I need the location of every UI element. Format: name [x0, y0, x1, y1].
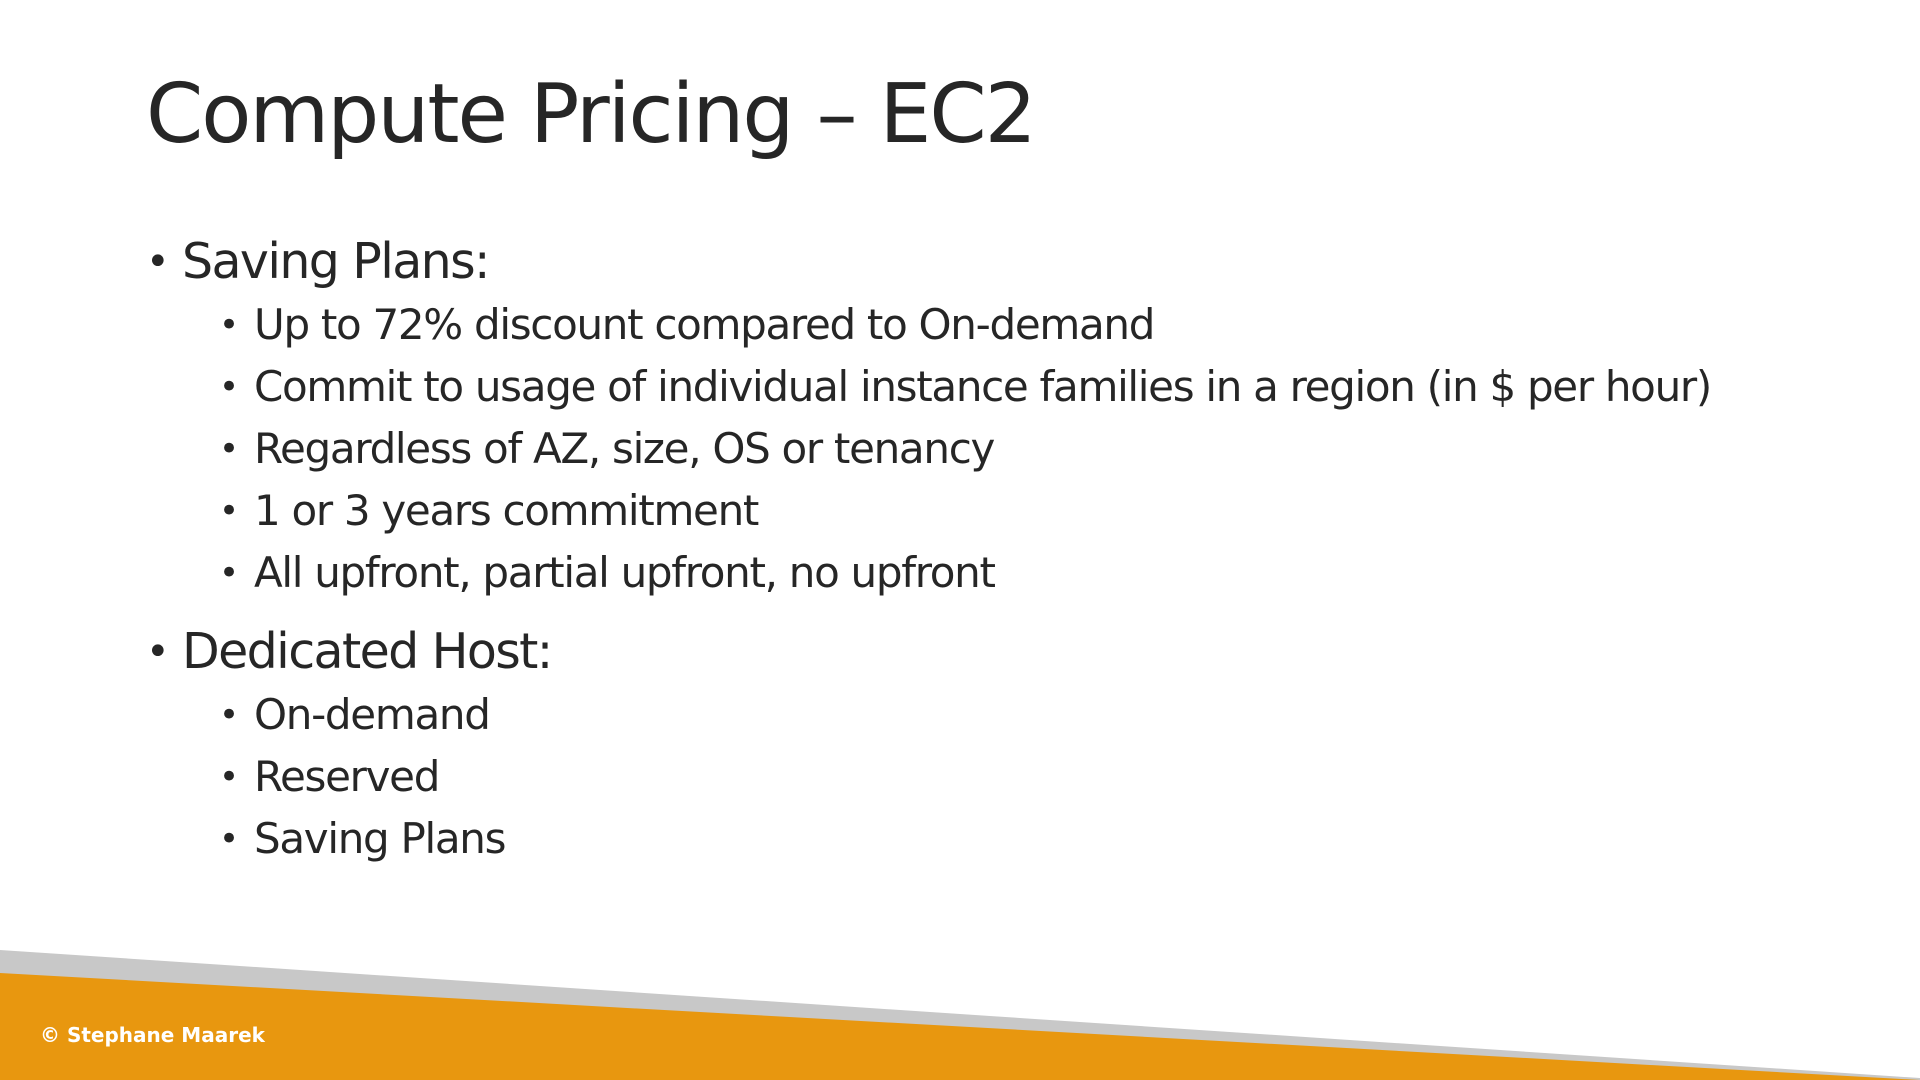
- sub-bullet: • 1 or 3 years commitment: [146, 480, 1846, 542]
- footer-orange-band: [0, 973, 1920, 1080]
- bullet-dot: •: [146, 239, 170, 285]
- bullet-dot: •: [146, 629, 170, 675]
- sub-bullet-text: Regardless of AZ, size, OS or tenancy: [254, 424, 995, 473]
- slide-title: Compute Pricing – EC2: [146, 67, 1037, 162]
- section-heading: Dedicated Host:: [182, 623, 553, 680]
- sub-bullet-text: Commit to usage of individual instance f…: [254, 362, 1712, 411]
- sub-bullet-text: Up to 72% discount compared to On-demand: [254, 300, 1155, 349]
- sub-bullet-text: Saving Plans: [254, 814, 506, 863]
- watermark-text: Udemy: [1869, 1050, 1920, 1070]
- bullet-dot: •: [219, 553, 239, 593]
- bullet-heading: • Saving Plans:: [146, 230, 1846, 294]
- bullet-heading: • Dedicated Host:: [146, 620, 1846, 684]
- sub-bullet-list: • Up to 72% discount compared to On-dema…: [146, 294, 1846, 604]
- sub-bullet: • Up to 72% discount compared to On-dema…: [146, 294, 1846, 356]
- section-saving-plans: • Saving Plans: • Up to 72% discount com…: [146, 230, 1846, 604]
- sub-bullet: • On-demand: [146, 684, 1846, 746]
- sub-bullet-text: On-demand: [254, 690, 491, 739]
- slide-body: • Saving Plans: • Up to 72% discount com…: [146, 230, 1846, 886]
- section-heading: Saving Plans:: [182, 233, 491, 290]
- sub-bullet: • Saving Plans: [146, 808, 1846, 870]
- sub-bullet-text: 1 or 3 years commitment: [254, 486, 759, 535]
- section-dedicated-host: • Dedicated Host: • On-demand • Reserved…: [146, 620, 1846, 870]
- udemy-logo-icon: [1844, 1054, 1862, 1071]
- udemy-watermark: Udemy: [1842, 1050, 1920, 1072]
- bullet-dot: •: [219, 367, 239, 407]
- bullet-dot: •: [219, 491, 239, 531]
- bullet-dot: •: [219, 305, 239, 345]
- sub-bullet-text: Reserved: [254, 752, 440, 801]
- sub-bullet: • Commit to usage of individual instance…: [146, 356, 1846, 418]
- sub-bullet: • Regardless of AZ, size, OS or tenancy: [146, 418, 1846, 480]
- sub-bullet: • Reserved: [146, 746, 1846, 808]
- bullet-dot: •: [219, 757, 239, 797]
- bullet-dot: •: [219, 429, 239, 469]
- footer-band: [0, 950, 1920, 1080]
- sub-bullet-text: All upfront, partial upfront, no upfront: [254, 548, 996, 597]
- bullet-dot: •: [219, 695, 239, 735]
- bullet-dot: •: [219, 819, 239, 859]
- copyright-text: © Stephane Maarek: [40, 1023, 265, 1047]
- sub-bullet-list: • On-demand • Reserved • Saving Plans: [146, 684, 1846, 870]
- sub-bullet: • All upfront, partial upfront, no upfro…: [146, 542, 1846, 604]
